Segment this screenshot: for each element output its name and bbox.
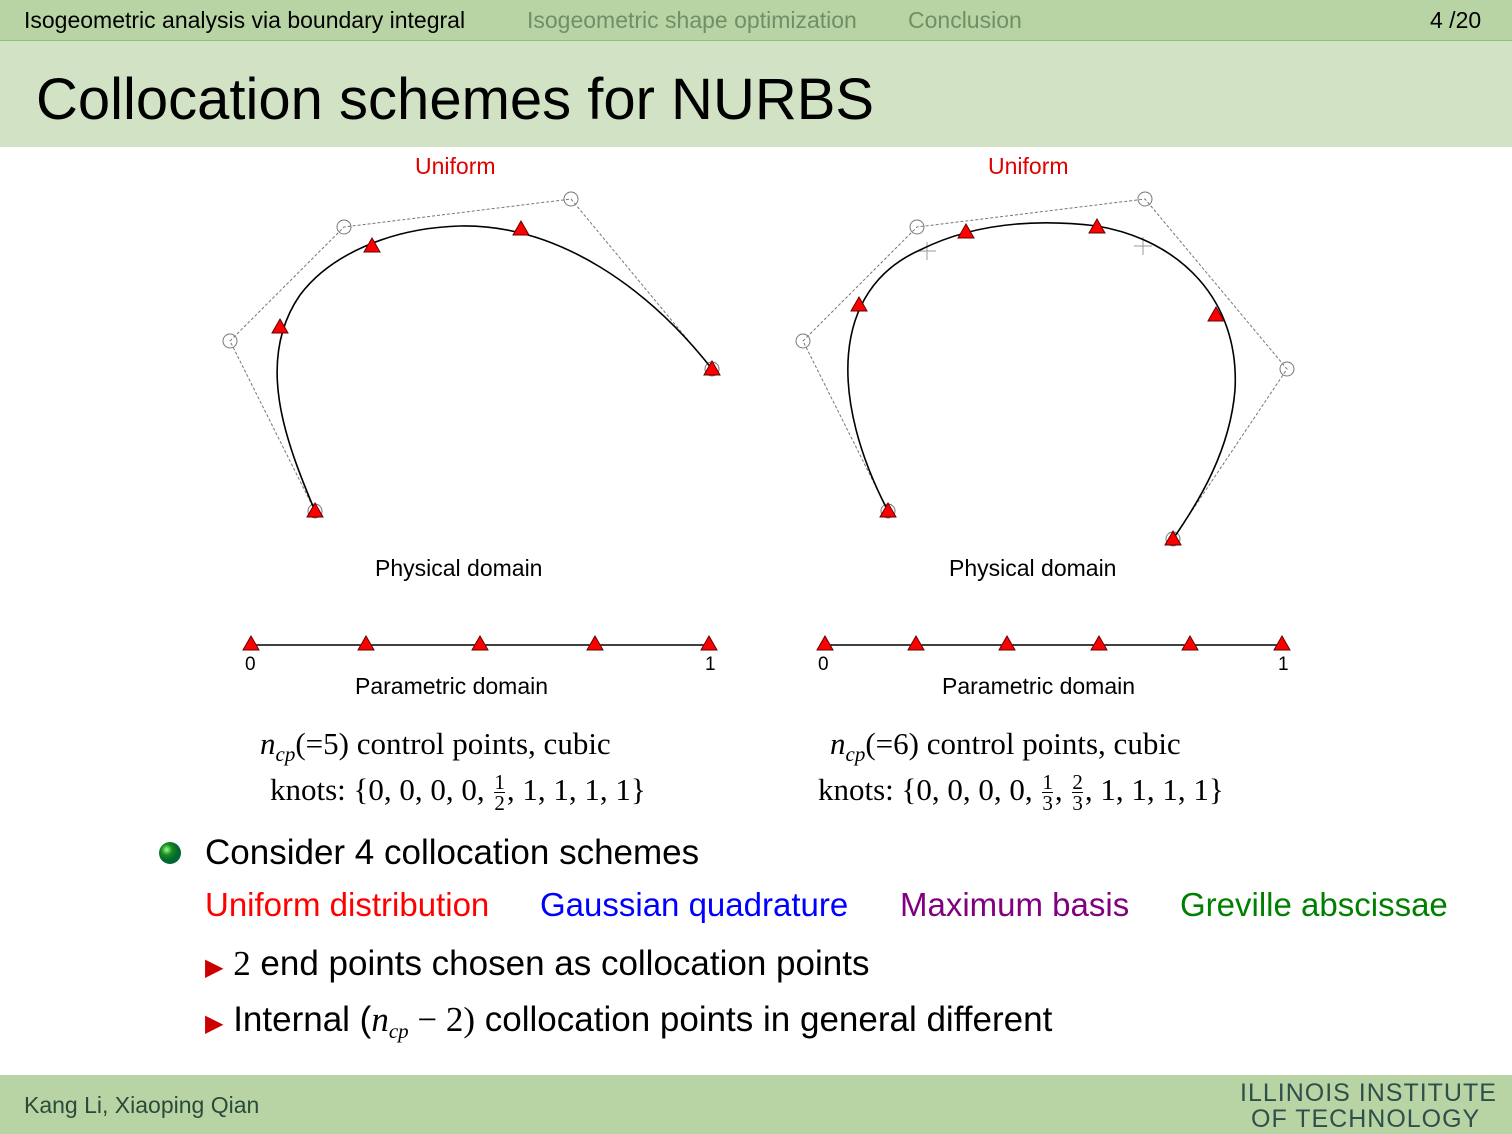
parametric-points-left <box>242 635 718 651</box>
scheme-maximum-basis: Maximum basis <box>900 886 1130 923</box>
slide-title: Collocation schemes for NURBS <box>36 67 875 132</box>
control-polygon-right <box>802 198 1288 540</box>
ncp-subscript: cp <box>845 742 866 766</box>
math: − 2) <box>408 1000 476 1039</box>
title-bar <box>0 41 1512 147</box>
bullet-text: Consider 4 collocation schemes <box>205 833 700 872</box>
navigation-bar: Isogeometric analysis via boundary integ… <box>0 0 1512 41</box>
control-points-right <box>795 191 1295 547</box>
knot-markers <box>918 237 1152 260</box>
nurbs-curve-left <box>276 225 713 512</box>
footer: Kang Li, Xiaoping Qian ILLINOIS INSTITUT… <box>0 1075 1512 1134</box>
control-polygon-left <box>229 198 713 512</box>
logo-text: ILLINOIS INSTITUTE <box>1240 1079 1497 1107</box>
text: ) control points, cubic <box>908 726 1181 761</box>
page-number: 4 /20 <box>1430 7 1482 33</box>
text: ) control points, cubic <box>338 726 611 761</box>
figure-heading: Uniform <box>988 153 1069 179</box>
triangle-bullet-icon: ▶ <box>205 954 224 981</box>
ncp-value: 6 <box>893 726 909 761</box>
text: , 1, 1, 1, 1} <box>1084 772 1224 807</box>
ncp-value: 5 <box>323 726 339 761</box>
nav-section[interactable]: Conclusion <box>908 7 1022 33</box>
physical-domain-label: Physical domain <box>949 555 1117 581</box>
tick-label: 0 <box>245 654 256 675</box>
text: collocation points in general different <box>475 1000 1053 1039</box>
bullet-ball-icon <box>159 842 181 864</box>
text: , 1, 1, 1, 1} <box>506 772 646 807</box>
caption-ncp: ncp(=6) control points, cubic <box>830 726 1181 767</box>
math: n <box>371 1000 389 1039</box>
ncp-symbol: n <box>830 726 846 761</box>
nav-section-active[interactable]: Isogeometric analysis via boundary integ… <box>24 7 466 33</box>
nav-section[interactable]: Isogeometric shape optimization <box>527 7 857 33</box>
collocation-points-left <box>271 220 721 518</box>
footer-authors: Kang Li, Xiaoping Qian <box>24 1092 260 1118</box>
tick-label: 0 <box>818 654 829 675</box>
scheme-gaussian: Gaussian quadrature <box>540 886 849 923</box>
scheme-greville: Greville abscissae <box>1180 886 1448 923</box>
math-subscript: cp <box>388 1019 409 1043</box>
text: end points chosen as collocation points <box>250 944 870 983</box>
text: Internal ( <box>233 1000 372 1039</box>
physical-domain-label: Physical domain <box>375 555 543 581</box>
logo-text: OF TECHNOLOGY <box>1251 1105 1481 1133</box>
collocation-points-right <box>850 218 1225 546</box>
math: 2 <box>233 944 251 983</box>
tick-label: 1 <box>705 654 716 675</box>
text: (= <box>295 726 324 761</box>
ncp-subscript: cp <box>275 742 296 766</box>
triangle-bullet-icon: ▶ <box>205 1010 224 1037</box>
scheme-uniform: Uniform distribution <box>205 886 490 923</box>
caption-ncp: ncp(=5) control points, cubic <box>260 726 611 767</box>
text: (= <box>865 726 894 761</box>
parametric-domain-label: Parametric domain <box>942 673 1136 699</box>
text: knots: {0, 0, 0, 0, <box>818 772 1041 807</box>
tick-label: 1 <box>1278 654 1289 675</box>
ncp-symbol: n <box>260 726 276 761</box>
sub-bullet: ▶ 2 end points chosen as collocation poi… <box>205 944 869 984</box>
text: knots: {0, 0, 0, 0, <box>270 772 493 807</box>
figure-heading: Uniform <box>415 153 496 179</box>
parametric-domain-label: Parametric domain <box>355 673 549 699</box>
sub-bullet: ▶ Internal (ncp − 2) collocation points … <box>205 1000 1052 1044</box>
nurbs-curve-right <box>847 222 1237 540</box>
parametric-points-right <box>816 635 1291 651</box>
